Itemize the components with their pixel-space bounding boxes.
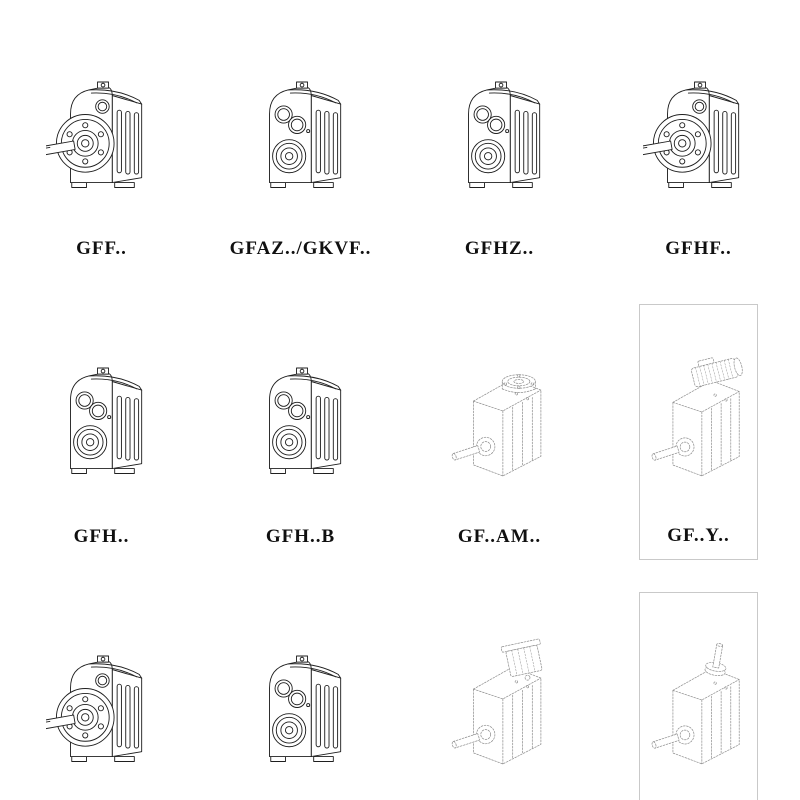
gearbox-housing-dashed (452, 667, 541, 764)
catalog-item-gfh-b: GFH..B (241, 304, 360, 560)
gearbox-drawing-bores (245, 22, 355, 234)
gearbox-housing (270, 368, 341, 473)
gearbox-drawing-input-shaft (644, 597, 752, 800)
catalog-item-gfaf-gfvf: GFAF../GFVF.. (42, 592, 161, 800)
catalog-item-gfhz: GFHZ.. (440, 18, 559, 272)
gearbox-drawing-input-flange (444, 308, 554, 520)
model-label: GF..Y.. (667, 525, 730, 546)
gearbox-drawing-bores (245, 308, 355, 520)
model-label: GFAZ../GKVF.. (229, 238, 372, 259)
input-shaft (705, 642, 731, 677)
gearbox-housing-dashed (652, 381, 740, 476)
gearbox-drawing-flange (643, 22, 753, 234)
model-label: GF..AM.. (457, 526, 542, 547)
model-label: GFF.. (76, 238, 127, 259)
gearbox-housing-dashed (452, 379, 541, 476)
gearbox-housing-dashed (652, 669, 740, 764)
model-label: GFHZ.. (464, 238, 535, 259)
gearbox-drawing-bores (245, 596, 355, 800)
catalog-item-gfa-gfv: GFA../GFV.. (241, 592, 360, 800)
catalog-item-gfhf: GFHF.. (639, 18, 758, 272)
gearbox-housing (71, 368, 142, 473)
gearbox-drawing-adapter-block (444, 596, 554, 800)
model-label: GFHF.. (665, 238, 732, 259)
gearbox-drawing-bores (444, 22, 554, 234)
motor-unit (690, 351, 745, 387)
gearbox-drawing-bores (46, 308, 156, 520)
gearbox-drawing-flange (46, 22, 156, 234)
catalog-item-gf-ad: GF..AD.. (639, 592, 758, 800)
gearbox-housing (469, 82, 540, 187)
catalog-item-gf-grf: GF..GRF.. (440, 592, 559, 800)
model-label: GFH.. (73, 526, 130, 547)
catalog-item-gfaz-gkvf: GFAZ../GKVF.. (230, 18, 370, 272)
catalog-item-gf-am: GF..AM.. (440, 304, 559, 560)
catalog-item-gff: GFF.. (42, 18, 161, 272)
model-label: GFH..B (265, 526, 336, 547)
catalog-item-gfh: GFH.. (42, 304, 161, 560)
gearbox-drawing-flange (46, 596, 156, 800)
catalog-item-gf-y: GF..Y.. (639, 304, 758, 560)
gearbox-housing (270, 656, 341, 761)
gearbox-drawing-motor (644, 309, 752, 521)
gearbox-housing (270, 82, 341, 187)
